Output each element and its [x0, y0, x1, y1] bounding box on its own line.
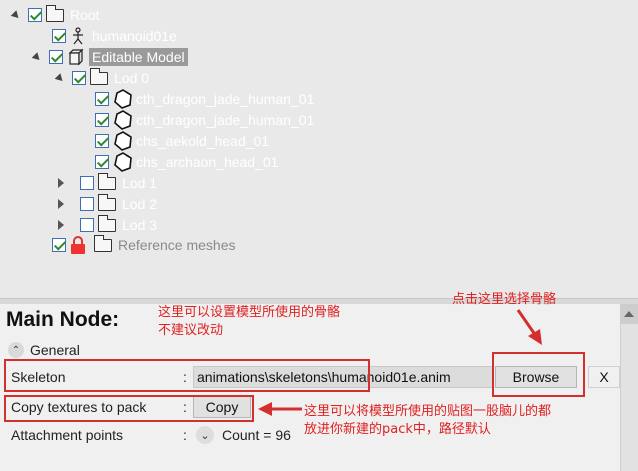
tree-node-label: Lod 0 — [114, 70, 150, 86]
root-checkbox[interactable] — [28, 8, 42, 22]
tree-node-label: cth_dragon_jade_human_01 — [136, 112, 315, 128]
scene-tree-panel: Root humanoid01e Editable Model Lod 0 — [0, 0, 638, 298]
tree-node-mesh[interactable]: chs_archaon_head_01 — [95, 152, 278, 172]
attachment-count: Count = 96 — [222, 427, 291, 443]
mesh-icon — [114, 131, 132, 151]
tree-node-lod1[interactable]: Lod 1 — [56, 172, 158, 193]
lod3-checkbox[interactable] — [80, 218, 94, 232]
copy-textures-button[interactable]: Copy — [193, 396, 251, 418]
lock-icon — [71, 236, 85, 254]
tree-node-label: Root — [70, 7, 100, 23]
expand-arrow-icon[interactable] — [56, 220, 66, 230]
scroll-up-arrow-icon[interactable] — [620, 304, 638, 324]
browse-button[interactable]: Browse — [495, 366, 577, 388]
tree-node-lod2[interactable]: Lod 2 — [56, 193, 158, 214]
colon-separator: : — [183, 399, 187, 415]
tree-node-skeleton[interactable]: humanoid01e — [52, 26, 177, 46]
folder-icon — [97, 172, 116, 190]
tree-node-label: cth_dragon_jade_human_01 — [136, 91, 315, 107]
properties-scrollbar[interactable] — [620, 304, 638, 471]
annotation-line: 不建议改动 — [158, 323, 224, 338]
copy-annotation: 这里可以将模型所使用的贴图一股脑儿的都 放进你新建的pack中，路径默认 — [304, 403, 551, 439]
tree-node-label: chs_archaon_head_01 — [136, 154, 279, 170]
lod0-checkbox[interactable] — [72, 71, 86, 85]
skeleton-icon — [73, 27, 83, 45]
attachment-points-row: Attachment points : ⌄ Count = 96 — [0, 422, 620, 448]
browse-annotation: 点击这里选择骨骼 — [452, 292, 557, 307]
editable-model-checkbox[interactable] — [49, 50, 63, 64]
folder-icon — [97, 193, 116, 211]
annotation-line: 这里可以将模型所使用的贴图一股脑儿的都 — [304, 404, 552, 419]
copy-textures-label: Copy textures to pack — [11, 399, 147, 415]
general-section-header[interactable]: ⌃ General — [8, 342, 80, 358]
folder-icon — [45, 4, 64, 22]
mesh-checkbox[interactable] — [95, 113, 109, 127]
skeleton-row: Skeleton : animations\skeletons\humanoid… — [0, 364, 620, 390]
tree-node-lod3[interactable]: Lod 3 — [56, 214, 158, 235]
copy-textures-row: Copy textures to pack : Copy — [0, 394, 620, 420]
reference-meshes-checkbox[interactable] — [52, 238, 66, 252]
tree-node-label: Editable Model — [89, 48, 188, 66]
lod2-checkbox[interactable] — [80, 197, 94, 211]
skeleton-checkbox[interactable] — [52, 29, 66, 43]
cube-icon — [68, 48, 84, 66]
attachment-points-label: Attachment points — [11, 427, 124, 443]
skeleton-annotation: 这里可以设置模型所使用的骨骼 不建议改动 — [158, 304, 340, 340]
skeleton-highlight-box — [4, 359, 370, 392]
tree-node-root[interactable]: Root — [12, 4, 100, 25]
mesh-icon — [114, 110, 132, 130]
annotation-line: 放进你新建的pack中，路径默认 — [304, 422, 491, 437]
tree-node-lod0[interactable]: Lod 0 — [56, 67, 150, 88]
tree-node-mesh[interactable]: chs_aekold_head_01 — [95, 131, 269, 151]
mesh-icon — [114, 89, 132, 109]
tree-node-mesh[interactable]: cth_dragon_jade_human_01 — [95, 89, 314, 109]
annotation-line: 这里可以设置模型所使用的骨骼 — [158, 305, 341, 320]
panel-splitter[interactable] — [0, 298, 638, 304]
colon-separator: : — [183, 369, 187, 385]
mesh-icon — [114, 152, 132, 172]
tree-node-label: Lod 1 — [122, 175, 158, 191]
expand-arrow-icon[interactable] — [56, 199, 66, 209]
lod1-checkbox[interactable] — [80, 176, 94, 190]
tree-node-label: chs_aekold_head_01 — [136, 133, 270, 149]
mesh-checkbox[interactable] — [95, 134, 109, 148]
tree-node-label: humanoid01e — [92, 28, 177, 44]
tree-node-label: Lod 3 — [122, 217, 158, 233]
chevron-up-icon[interactable]: ⌃ — [8, 342, 24, 358]
tree-node-label: Lod 2 — [122, 196, 158, 212]
colon-separator: : — [183, 427, 187, 443]
folder-icon — [93, 234, 112, 252]
folder-icon — [97, 214, 116, 232]
copy-highlight-box — [4, 395, 254, 422]
mesh-checkbox[interactable] — [95, 155, 109, 169]
mesh-checkbox[interactable] — [95, 92, 109, 106]
tree-node-editable-model[interactable]: Editable Model — [33, 47, 188, 67]
chevron-down-icon[interactable]: ⌄ — [196, 426, 214, 444]
skeleton-path-field[interactable]: animations\skeletons\humanoid01e.anim — [193, 366, 493, 388]
clear-skeleton-button[interactable]: X — [588, 366, 620, 388]
skeleton-label: Skeleton — [11, 369, 66, 385]
main-node-title: Main Node: — [6, 308, 120, 331]
section-label: General — [30, 342, 80, 358]
browse-highlight-box — [492, 352, 585, 397]
tree-node-label: Reference meshes — [118, 237, 236, 253]
tree-node-reference-meshes[interactable]: Reference meshes — [52, 234, 236, 255]
tree-node-mesh[interactable]: cth_dragon_jade_human_01 — [95, 110, 314, 130]
expand-arrow-icon[interactable] — [56, 178, 66, 188]
folder-icon — [89, 67, 108, 85]
